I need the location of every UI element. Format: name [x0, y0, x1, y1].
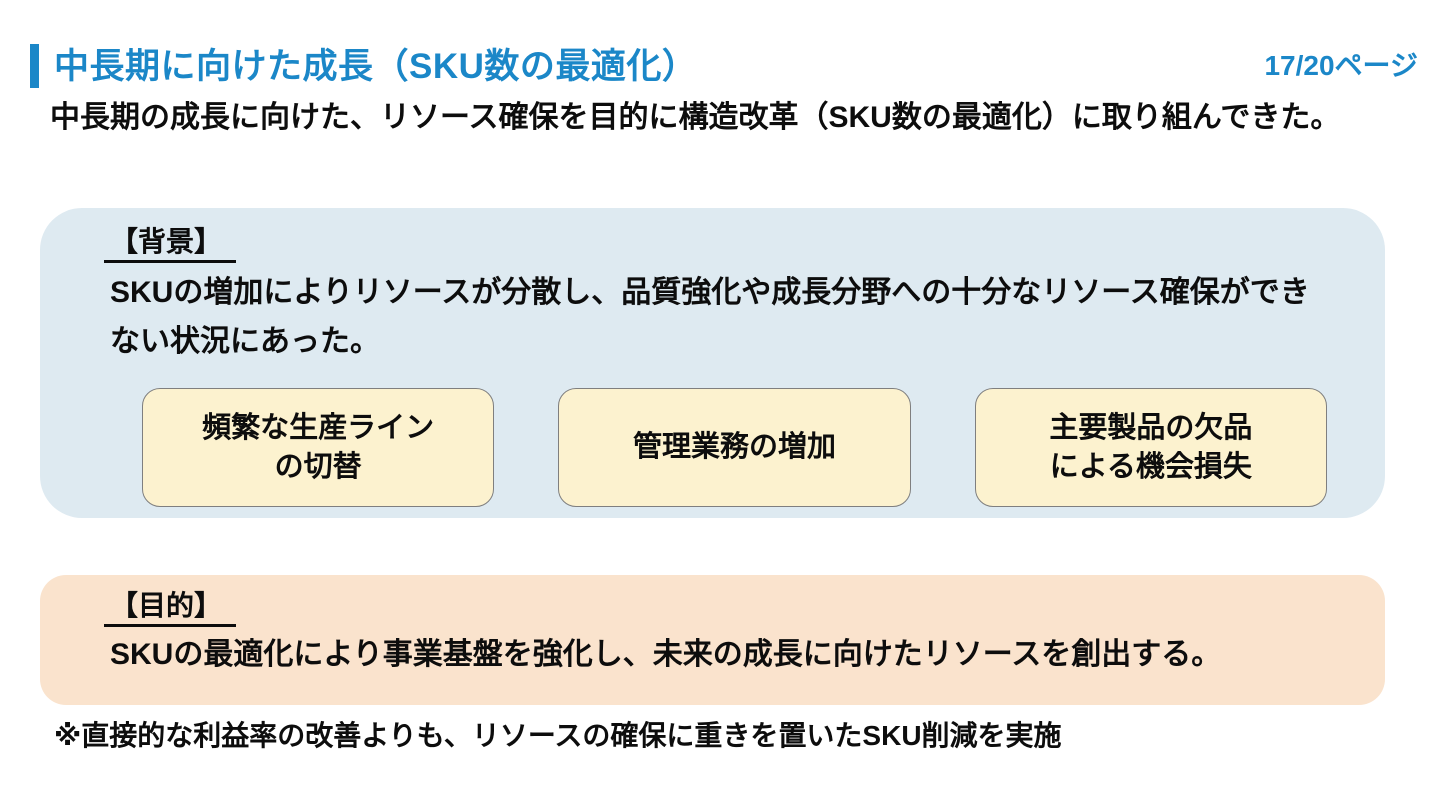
- page-indicator: 17/20ページ: [1264, 50, 1418, 81]
- purpose-body: SKUの最適化により事業基盤を強化し、未来の成長に向けたリソースを創出する。: [110, 638, 1222, 671]
- factor-card-line-changeover: 頻繁な生産ライン の切替: [142, 388, 495, 508]
- purpose-heading: 【目的】: [104, 588, 237, 627]
- footnote: ※直接的な利益率の改善よりも、リソースの確保に重きを置いたSKU削減を実施: [54, 720, 1062, 751]
- title-accent-bar: [30, 44, 39, 88]
- lead-text: 中長期の成長に向けた、リソース確保を目的に構造改革（SKU数の最適化）に取り組ん…: [50, 101, 1341, 134]
- slide-title: 中長期に向けた成長（SKU数の最適化）: [54, 47, 698, 86]
- purpose-section-box: 【目的】 SKUの最適化により事業基盤を強化し、未来の成長に向けたリソースを創出…: [40, 575, 1385, 705]
- factor-card-stockout-loss: 主要製品の欠品 による機会損失: [974, 388, 1327, 508]
- background-body: SKUの増加によりリソースが分散し、品質強化や成長分野への十分なリソース確保がで…: [110, 276, 1310, 358]
- background-heading: 【背景】: [104, 224, 237, 263]
- factor-row: 頻繁な生産ライン の切替 管理業務の増加 主要製品の欠品 による機会損失: [142, 388, 1327, 508]
- background-section-box: 【背景】 SKUの増加によりリソースが分散し、品質強化や成長分野への十分なリソー…: [40, 208, 1385, 518]
- factor-card-admin-workload: 管理業務の増加: [558, 388, 911, 508]
